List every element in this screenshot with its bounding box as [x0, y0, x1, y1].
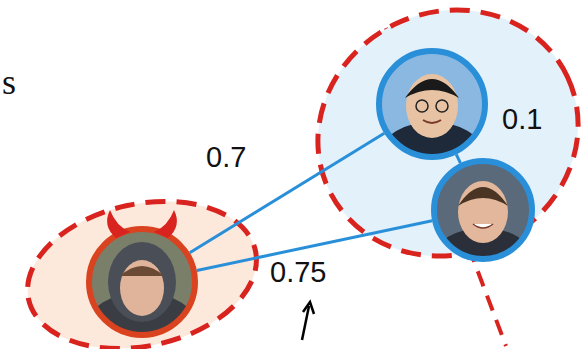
- person-node: [431, 158, 535, 262]
- edge-weight: 0.7: [204, 143, 248, 172]
- group-region: [22, 200, 262, 349]
- edge-weight: 0.1: [500, 105, 544, 134]
- person-node: [376, 48, 488, 160]
- group-outline: [14, 181, 270, 349]
- group-region: [312, 8, 584, 258]
- person-photo: [431, 158, 535, 284]
- devil-horn: [107, 210, 130, 238]
- person-shape: [431, 158, 535, 262]
- devil-horn: [154, 210, 177, 238]
- person-ring: [434, 161, 532, 259]
- person-ring: [89, 229, 195, 335]
- person-shape: [86, 226, 198, 338]
- person-node: [86, 226, 198, 338]
- person-shape: [376, 48, 488, 160]
- side-label: s: [2, 64, 16, 100]
- group-outline: [277, 0, 587, 298]
- person-ring: [379, 51, 485, 157]
- pointer-arrowhead: [303, 302, 314, 314]
- edge-weight: 0.75: [268, 258, 328, 287]
- person-photo: [86, 226, 198, 349]
